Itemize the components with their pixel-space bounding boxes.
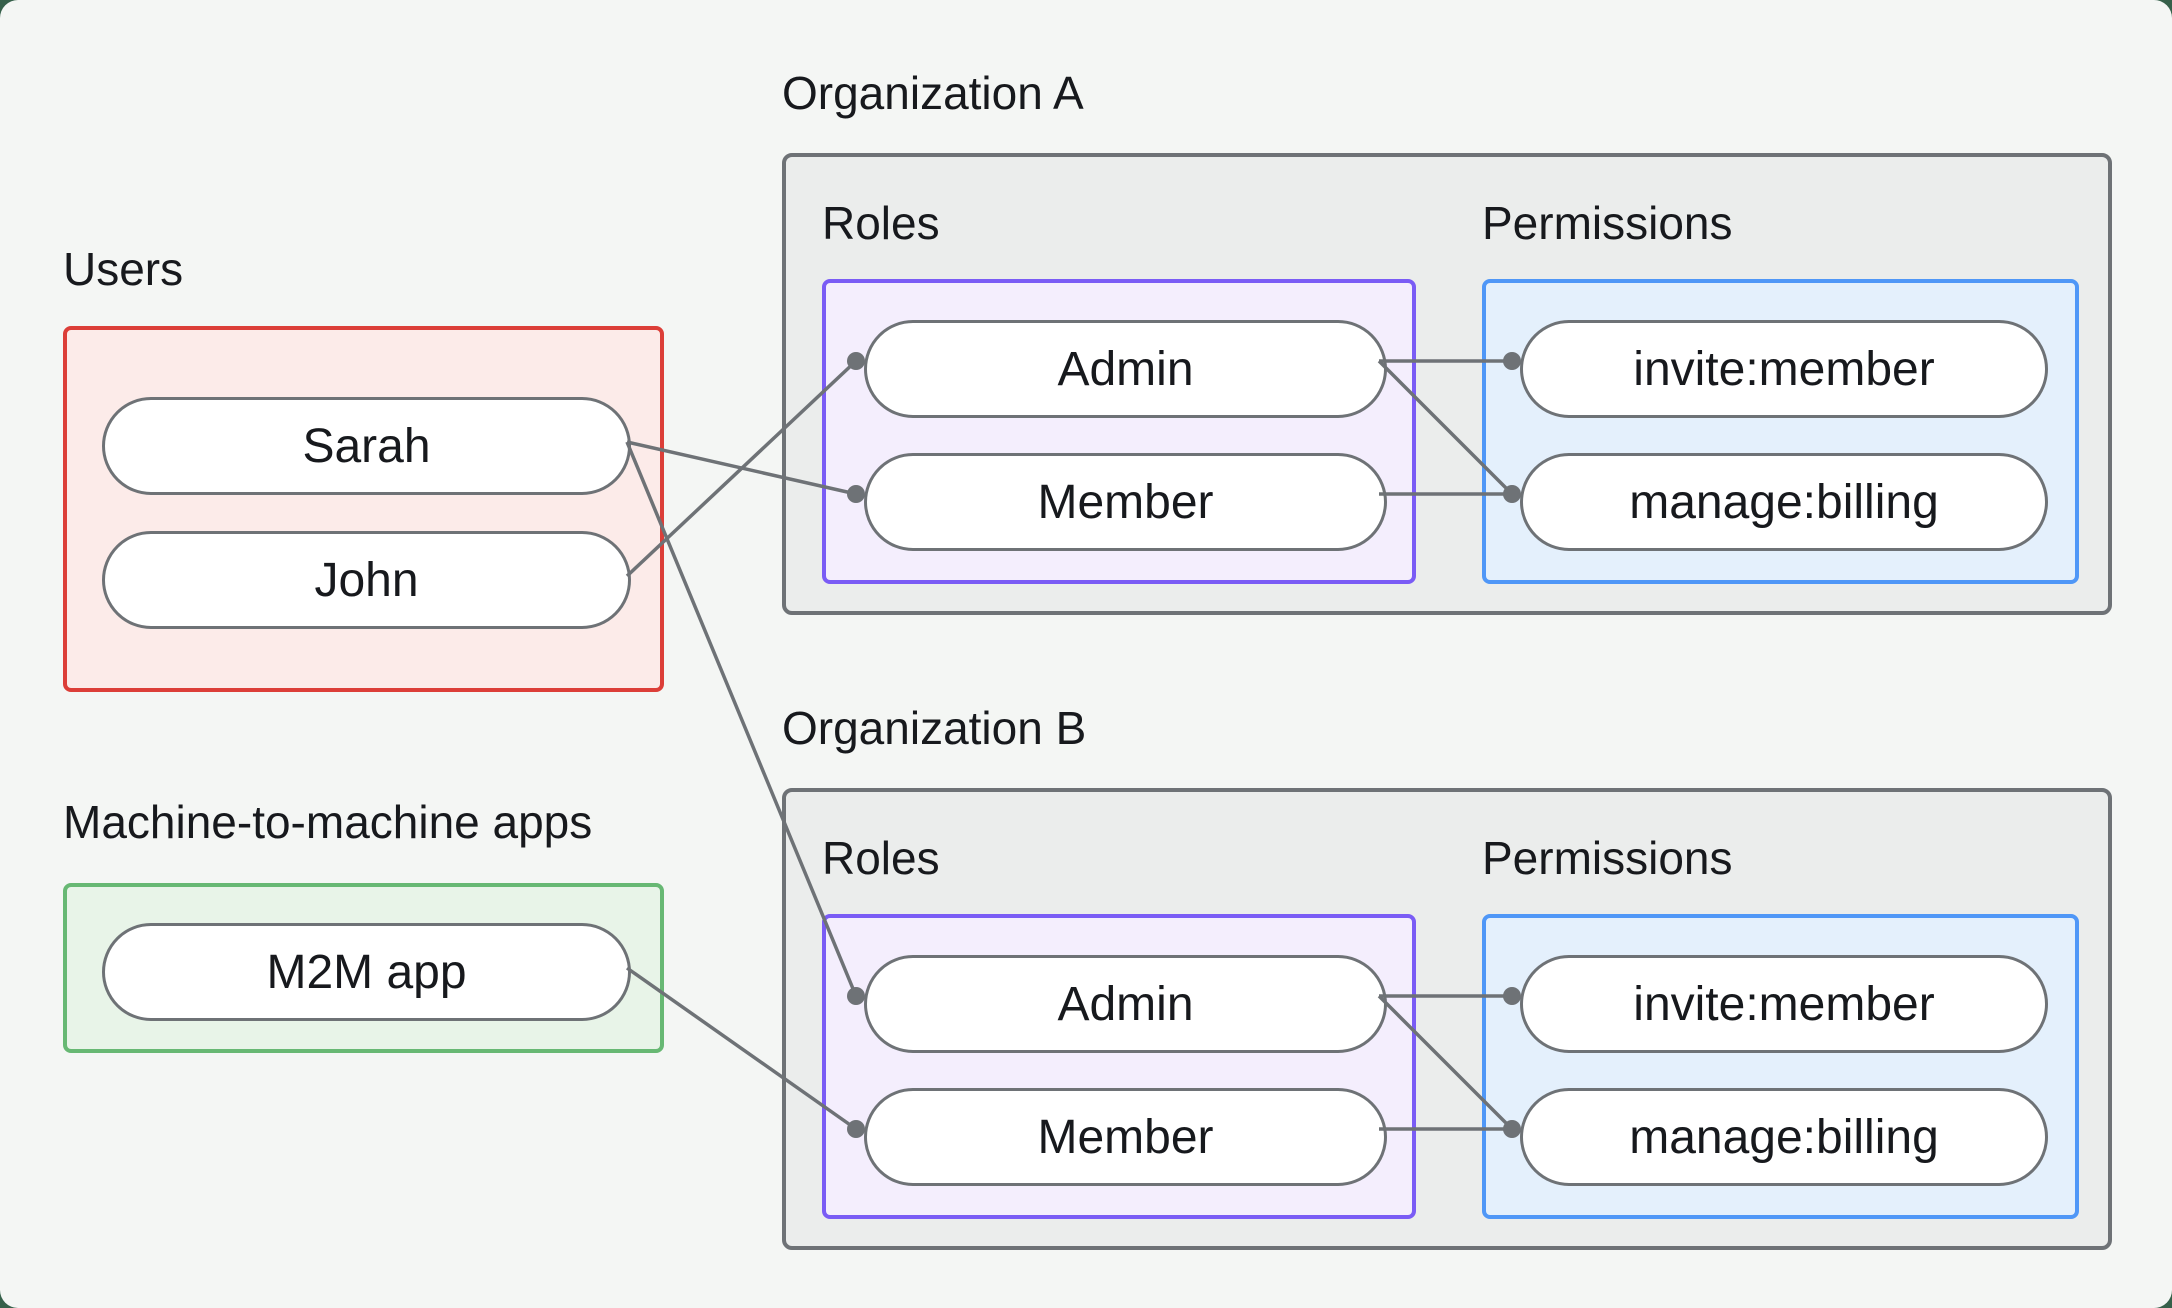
user-node-john-label: John bbox=[314, 553, 419, 607]
user-node-sarah-label: Sarah bbox=[302, 419, 431, 473]
m2m-group-box: M2M app bbox=[63, 883, 664, 1053]
organization-a-permission-manage-billing-label: manage:billing bbox=[1629, 475, 1939, 529]
organization-b-box: Roles Permissions Admin Member invite:me… bbox=[782, 788, 2112, 1250]
users-group-label: Users bbox=[63, 243, 184, 295]
organization-b-permission-invite-member: invite:member bbox=[1520, 955, 2048, 1053]
users-group-box: Sarah John bbox=[63, 326, 664, 692]
organization-a-role-admin-label: Admin bbox=[1057, 342, 1194, 396]
organization-b-permission-invite-member-label: invite:member bbox=[1633, 977, 1935, 1031]
organization-a-permission-invite-member: invite:member bbox=[1520, 320, 2048, 418]
user-node-sarah: Sarah bbox=[102, 397, 631, 495]
user-node-john: John bbox=[102, 531, 631, 629]
organization-b-roles-box: Admin Member bbox=[822, 914, 1416, 1219]
organization-a-role-admin: Admin bbox=[864, 320, 1387, 418]
organization-b-permissions-box: invite:member manage:billing bbox=[1482, 914, 2079, 1219]
organization-a-roles-label: Roles bbox=[822, 197, 940, 249]
organization-b-role-admin-label: Admin bbox=[1057, 977, 1194, 1031]
organization-a-role-member: Member bbox=[864, 453, 1387, 551]
organization-b-permissions-label: Permissions bbox=[1482, 832, 1733, 884]
organization-a-permissions-box: invite:member manage:billing bbox=[1482, 279, 2079, 584]
organization-a-box: Roles Permissions Admin Member invite:me… bbox=[782, 153, 2112, 615]
organization-a-permission-invite-member-label: invite:member bbox=[1633, 342, 1935, 396]
organization-a-permissions-label: Permissions bbox=[1482, 197, 1733, 249]
organization-b-permission-manage-billing-label: manage:billing bbox=[1629, 1110, 1939, 1164]
organization-a-roles-box: Admin Member bbox=[822, 279, 1416, 584]
organization-b-role-member-label: Member bbox=[1037, 1110, 1214, 1164]
m2m-group-label: Machine-to-machine apps bbox=[63, 796, 593, 848]
m2m-app-node: M2M app bbox=[102, 923, 631, 1021]
organization-b-permission-manage-billing: manage:billing bbox=[1520, 1088, 2048, 1186]
organization-a-permission-manage-billing: manage:billing bbox=[1520, 453, 2048, 551]
organization-b-roles-label: Roles bbox=[822, 832, 940, 884]
organization-a-role-member-label: Member bbox=[1037, 475, 1214, 529]
organization-b-title: Organization B bbox=[782, 702, 1087, 754]
organization-b-role-admin: Admin bbox=[864, 955, 1387, 1053]
organization-a-title: Organization A bbox=[782, 67, 1084, 119]
m2m-app-node-label: M2M app bbox=[266, 945, 467, 999]
organization-b-role-member: Member bbox=[864, 1088, 1387, 1186]
